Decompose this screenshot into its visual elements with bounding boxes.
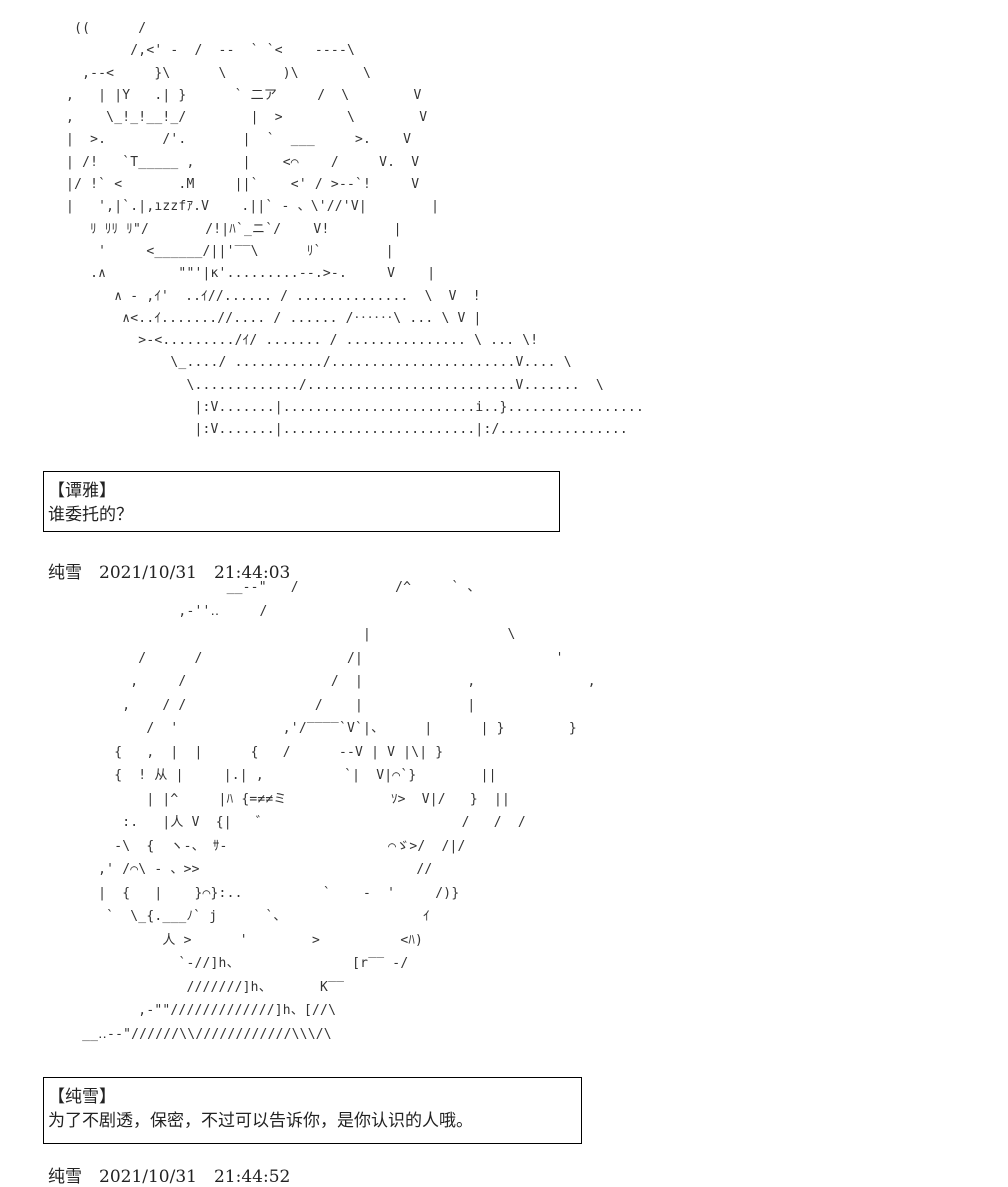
post-author: 纯雪 [48, 1167, 82, 1187]
dialogue-text: 为了不剧透，保密，不过可以告诉你，是你认识的人哦。 [48, 1111, 473, 1131]
ascii-art-chunxue: __--" / /^ ` 、 ,-''‥ / | \ / / /| ' , [82, 580, 596, 1042]
dialogue-box: 【纯雪】 为了不剧透，保密，不过可以告诉你，是你认识的人哦。 [43, 1077, 582, 1144]
post-author: 纯雪 [48, 563, 82, 583]
speaker-name: 【谭雅】 [48, 481, 116, 501]
ascii-art-tanya: (( / /,<' - / -- ` `< ----\ ,--< }\ \ )\… [66, 21, 644, 438]
dialogue-text: 谁委托的？ [48, 505, 133, 525]
post-timestamp: 2021/10/31 21:44:03 [99, 563, 291, 583]
post-timestamp: 2021/10/31 21:44:52 [99, 1167, 291, 1187]
speaker-name: 【纯雪】 [48, 1087, 116, 1107]
post-meta: 纯雪 2021/10/31 21:44:52 [48, 1162, 290, 1187]
dialogue-box: 【谭雅】 谁委托的？ [43, 471, 560, 532]
post-meta: 纯雪 2021/10/31 21:44:03 [48, 558, 290, 583]
